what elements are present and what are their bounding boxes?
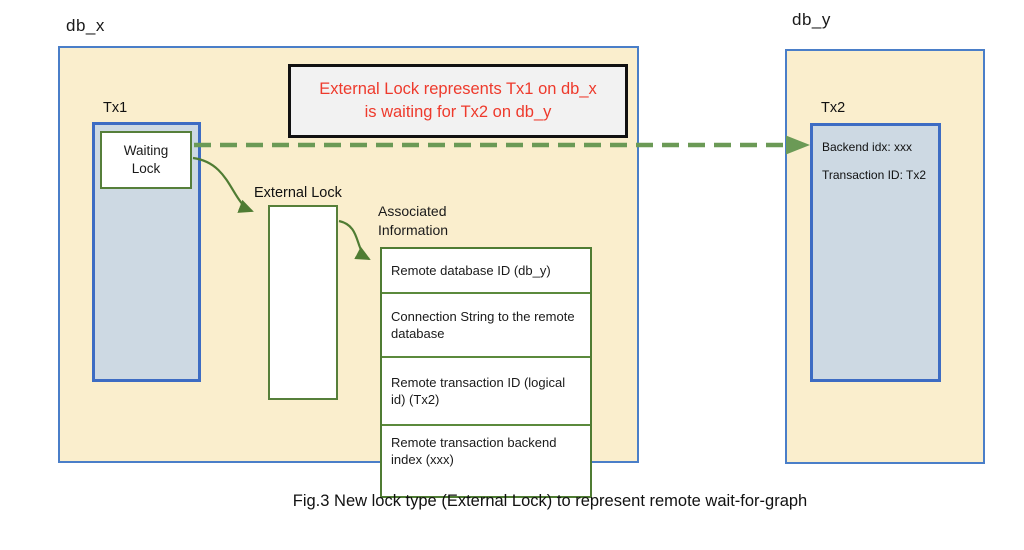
- table-row: Connection String to the remote database: [382, 294, 590, 358]
- table-row-text: Connection String to the remote database: [391, 308, 575, 341]
- external-lock-label: External Lock: [254, 185, 342, 201]
- table-row: Remote database ID (db_y): [382, 249, 590, 294]
- tx1-label: Tx1: [103, 100, 128, 116]
- dby-label: db_y: [792, 10, 831, 29]
- note-text: External Lock represents Tx1 on db_x is …: [319, 79, 597, 121]
- table-row-text: Remote database ID (db_y): [391, 262, 551, 278]
- tx2-label: Tx2: [821, 100, 846, 116]
- caption: Fig.3 New lock type (External Lock) to r…: [292, 492, 808, 510]
- tx2-backend-line: Backend idx: xxx: [822, 140, 913, 154]
- waiting-lock-box: Waiting Lock: [100, 131, 192, 189]
- note-box: External Lock represents Tx1 on db_x is …: [288, 64, 628, 138]
- table-row: Remote transaction ID (logical id) (Tx2): [382, 358, 590, 426]
- external-lock-box: [268, 205, 338, 400]
- dbx-label: db_x: [66, 16, 105, 35]
- tx2-transaction-line: Transaction ID: Tx2: [822, 168, 927, 182]
- table-row-text: Remote transaction ID (logical id) (Tx2): [391, 374, 566, 407]
- waiting-lock-label: Waiting Lock: [123, 142, 169, 176]
- table-row-text: Remote transaction backend index (xxx): [391, 435, 557, 468]
- table-row: Remote transaction backend index (xxx): [382, 426, 590, 496]
- info-table: Remote database ID (db_y) Connection Str…: [380, 247, 592, 498]
- tx2-box: Backend idx: xxx Transaction ID: Tx2: [810, 123, 941, 382]
- associated-info-label: Associated Information: [378, 203, 449, 239]
